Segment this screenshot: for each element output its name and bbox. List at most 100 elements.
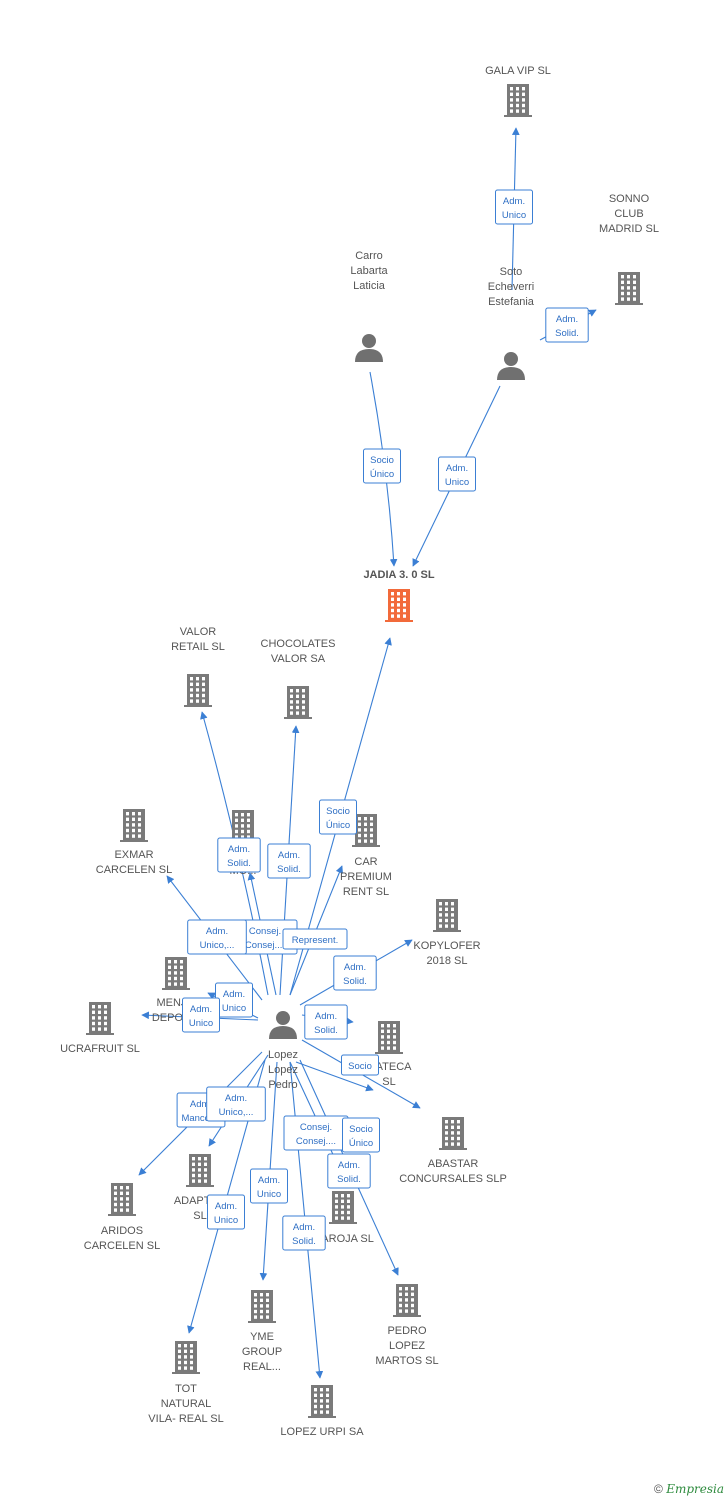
edge-label-lopez-kopy[interactable]: Adm.Solid. — [333, 955, 377, 991]
building-window — [120, 1202, 123, 1207]
edge-label-text: Solid. — [314, 1025, 338, 1036]
edge-label-box — [495, 189, 533, 225]
building-window — [403, 608, 406, 613]
building-window — [314, 1410, 317, 1414]
building-window — [522, 92, 525, 96]
edge-label-soto-gala[interactable]: Adm.Unico — [495, 189, 533, 225]
edge-label-text: Adm. — [215, 1201, 237, 1212]
building-window — [168, 960, 171, 964]
building-window — [138, 817, 141, 821]
building-window — [364, 839, 367, 843]
edge-label-lopez-valor[interactable]: Adm.Solid. — [217, 837, 261, 873]
building-icon — [439, 1117, 467, 1150]
building-window — [260, 1304, 263, 1308]
building-base — [248, 1321, 276, 1323]
node-label-exmar: EXMAR — [114, 849, 153, 861]
building-window — [260, 1315, 263, 1319]
person-icon — [355, 334, 383, 362]
node-label-choco: VALOR SA — [271, 653, 326, 665]
node-yme[interactable]: YMEGROUPREAL... — [242, 1290, 282, 1373]
building-window — [358, 828, 361, 832]
edge-label-soto-sonno[interactable]: Adm.Solid. — [545, 307, 589, 343]
person-icon — [269, 1011, 297, 1039]
building-window — [621, 297, 624, 301]
edge-label-box — [319, 799, 357, 835]
building-icon — [120, 809, 148, 842]
building-window — [241, 824, 244, 828]
building-window — [320, 1404, 323, 1409]
building-window — [266, 1309, 269, 1314]
building-window — [457, 1125, 460, 1129]
building-window — [405, 1303, 408, 1308]
building-window — [370, 833, 373, 838]
building-window — [411, 1309, 414, 1313]
edge-label-text: Adm. — [190, 1004, 212, 1015]
building-window — [326, 1404, 329, 1409]
edge-label-lopez-ucra[interactable]: Adm.Unico — [182, 997, 220, 1033]
building-window — [192, 1162, 195, 1166]
edge-label-lopez-tot[interactable]: Adm.Unico — [207, 1194, 245, 1230]
building-base — [385, 620, 413, 622]
edge-label-lopez-pedrolm[interactable]: Adm.Solid. — [327, 1153, 371, 1189]
edge-label-lopez-yme[interactable]: Adm.Unico — [250, 1168, 288, 1204]
building-base — [184, 705, 212, 707]
edge-label-lopez-menj[interactable]: Adm.Unico — [215, 982, 253, 1018]
building-base — [120, 840, 148, 842]
edge-label-lopez-urpi[interactable]: Adm.Solid. — [282, 1215, 326, 1251]
node-jadia[interactable]: JADIA 3. 0 SL — [363, 569, 435, 622]
copyright-symbol: © — [654, 1482, 663, 1496]
edge-label-lopez-baroja[interactable]: Consej.Consej.... — [283, 1115, 349, 1151]
node-gala[interactable]: GALA VIP SL — [485, 65, 551, 117]
edge-label-text: Consej.... — [245, 940, 285, 951]
edge-label-box — [438, 456, 476, 492]
edge-label-lopez-choco[interactable]: Adm.Solid. — [267, 843, 311, 879]
node-ucra[interactable]: UCRAFRUIT SL — [60, 1002, 140, 1055]
node-urpi[interactable]: LOPEZ URPI SA — [280, 1385, 364, 1438]
edge-label-text: Adm. — [315, 1011, 337, 1022]
building-window — [358, 833, 361, 838]
edge-label-text: Solid. — [227, 858, 251, 869]
edge-label-lopez-exmar[interactable]: Adm.Unico,... — [187, 919, 247, 955]
building-window — [381, 1024, 384, 1028]
building-window — [98, 1021, 101, 1026]
building-window — [393, 1024, 396, 1028]
edge-label-soto-jadia[interactable]: Adm.Unico — [438, 456, 476, 492]
building-window — [451, 1125, 454, 1129]
edge-label-lopez-ateca[interactable]: Adm. Solid. — [304, 1004, 348, 1040]
building-window — [178, 1344, 181, 1348]
building-base — [284, 717, 312, 719]
building-window — [180, 976, 183, 981]
node-baroja[interactable]: ...AROJA SL — [312, 1191, 374, 1245]
edge-label-lopez-car[interactable]: Represent. — [282, 928, 348, 950]
edge-label-lopez-abastar[interactable]: Socio — [341, 1054, 379, 1076]
building-window — [296, 711, 299, 715]
building-window — [381, 1035, 384, 1039]
building-window — [260, 1293, 263, 1297]
building-window — [621, 280, 624, 284]
building-base — [615, 303, 643, 305]
building-window — [190, 1360, 193, 1365]
building-window — [196, 677, 199, 681]
building-window — [120, 1197, 123, 1201]
edge-label-lopez-adapta[interactable]: Adm.Unico,... — [206, 1086, 266, 1122]
building-window — [138, 834, 141, 838]
building-window — [391, 597, 394, 601]
edge-label-text: Solid. — [555, 328, 579, 339]
